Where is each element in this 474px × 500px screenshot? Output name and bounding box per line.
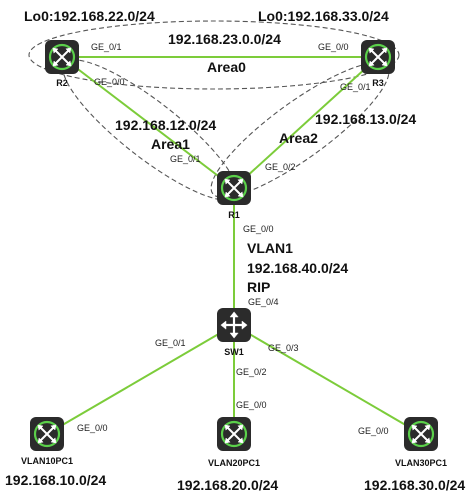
device-label-sw1: SW1 bbox=[224, 347, 244, 357]
pc-icon bbox=[403, 416, 439, 452]
network-label-vlan20: 192.168.20.0/24 bbox=[177, 477, 278, 493]
link-r2-r1 bbox=[61, 56, 235, 189]
device-vlan10pc1[interactable]: VLAN10PC1 bbox=[21, 416, 73, 466]
router-icon bbox=[360, 39, 396, 75]
port-label-pc1-ge00: GE_0/0 bbox=[77, 423, 108, 433]
device-label-r2: R2 bbox=[56, 78, 68, 88]
pc-icon bbox=[216, 416, 252, 452]
area-label-area2: Area2 bbox=[279, 130, 318, 146]
port-label-r3-ge00: GE_0/0 bbox=[318, 42, 349, 52]
protocol-label-rip: RIP bbox=[247, 279, 270, 295]
port-label-pc2-ge00: GE_0/0 bbox=[236, 400, 267, 410]
area-label-area0: Area0 bbox=[207, 59, 246, 75]
device-vlan30pc1[interactable]: VLAN30PC1 bbox=[395, 416, 447, 468]
network-label-r1-r3: 192.168.13.0/24 bbox=[315, 111, 416, 127]
device-label-r1: R1 bbox=[228, 210, 240, 220]
network-label-vlan1-subnet: 192.168.40.0/24 bbox=[247, 260, 348, 276]
network-label-vlan10: 192.168.10.0/24 bbox=[5, 472, 106, 488]
router-icon bbox=[216, 170, 252, 206]
switch-icon bbox=[216, 307, 252, 343]
port-label-pc3-ge00: GE_0/0 bbox=[358, 426, 389, 436]
port-label-r1-ge00: GE_0/0 bbox=[243, 224, 274, 234]
network-label-vlan30: 192.168.30.0/24 bbox=[364, 477, 465, 493]
network-label-r3-loopback: Lo0:192.168.33.0/24 bbox=[258, 8, 389, 24]
port-label-r3-ge01: GE_0/1 bbox=[340, 82, 371, 92]
port-label-sw1-ge02: GE_0/2 bbox=[236, 367, 267, 377]
device-vlan20pc1[interactable]: VLAN20PC1 bbox=[208, 416, 260, 468]
network-label-r2-r3: 192.168.23.0.0/24 bbox=[168, 31, 281, 47]
area-label-area1: Area1 bbox=[151, 136, 190, 152]
port-label-r1-ge02: GE_0/2 bbox=[265, 162, 296, 172]
link-sw1-pc1 bbox=[46, 324, 235, 435]
port-label-r2-ge01: GE_0/1 bbox=[91, 42, 122, 52]
router-icon bbox=[44, 39, 80, 75]
device-r3[interactable]: R3 bbox=[360, 39, 396, 88]
network-label-r1-r2: 192.168.12.0/24 bbox=[115, 117, 216, 133]
port-label-r1-ge01: GE_0/1 bbox=[170, 154, 201, 164]
device-sw1[interactable]: SW1 bbox=[216, 307, 252, 357]
device-label-vlan30pc1: VLAN30PC1 bbox=[395, 458, 447, 468]
device-r1[interactable]: R1 bbox=[216, 170, 252, 220]
device-label-vlan10pc1: VLAN10PC1 bbox=[21, 456, 73, 466]
port-label-r2-ge00: GE_0/0 bbox=[94, 77, 125, 87]
port-label-sw1-ge04: GE_0/4 bbox=[248, 297, 279, 307]
port-label-sw1-ge01: GE_0/1 bbox=[155, 338, 186, 348]
area0-outline bbox=[28, 20, 400, 90]
device-label-r3: R3 bbox=[372, 78, 384, 88]
device-label-vlan20pc1: VLAN20PC1 bbox=[208, 458, 260, 468]
links bbox=[46, 56, 422, 435]
device-r2[interactable]: R2 bbox=[44, 39, 80, 88]
port-labels: GE_0/1 GE_0/0 GE_0/0 GE_0/1 GE_0/1 GE_0/… bbox=[77, 42, 389, 436]
link-r3-r1 bbox=[233, 56, 379, 189]
network-label-r2-loopback: Lo0:192.168.22.0/24 bbox=[24, 8, 155, 24]
port-label-sw1-ge03: GE_0/3 bbox=[268, 343, 299, 353]
link-sw1-pc3 bbox=[233, 324, 422, 435]
network-label-vlan1: VLAN1 bbox=[247, 240, 293, 256]
network-labels: Lo0:192.168.22.0/24 Lo0:192.168.33.0/24 … bbox=[5, 8, 465, 493]
pc-icon bbox=[29, 416, 65, 452]
